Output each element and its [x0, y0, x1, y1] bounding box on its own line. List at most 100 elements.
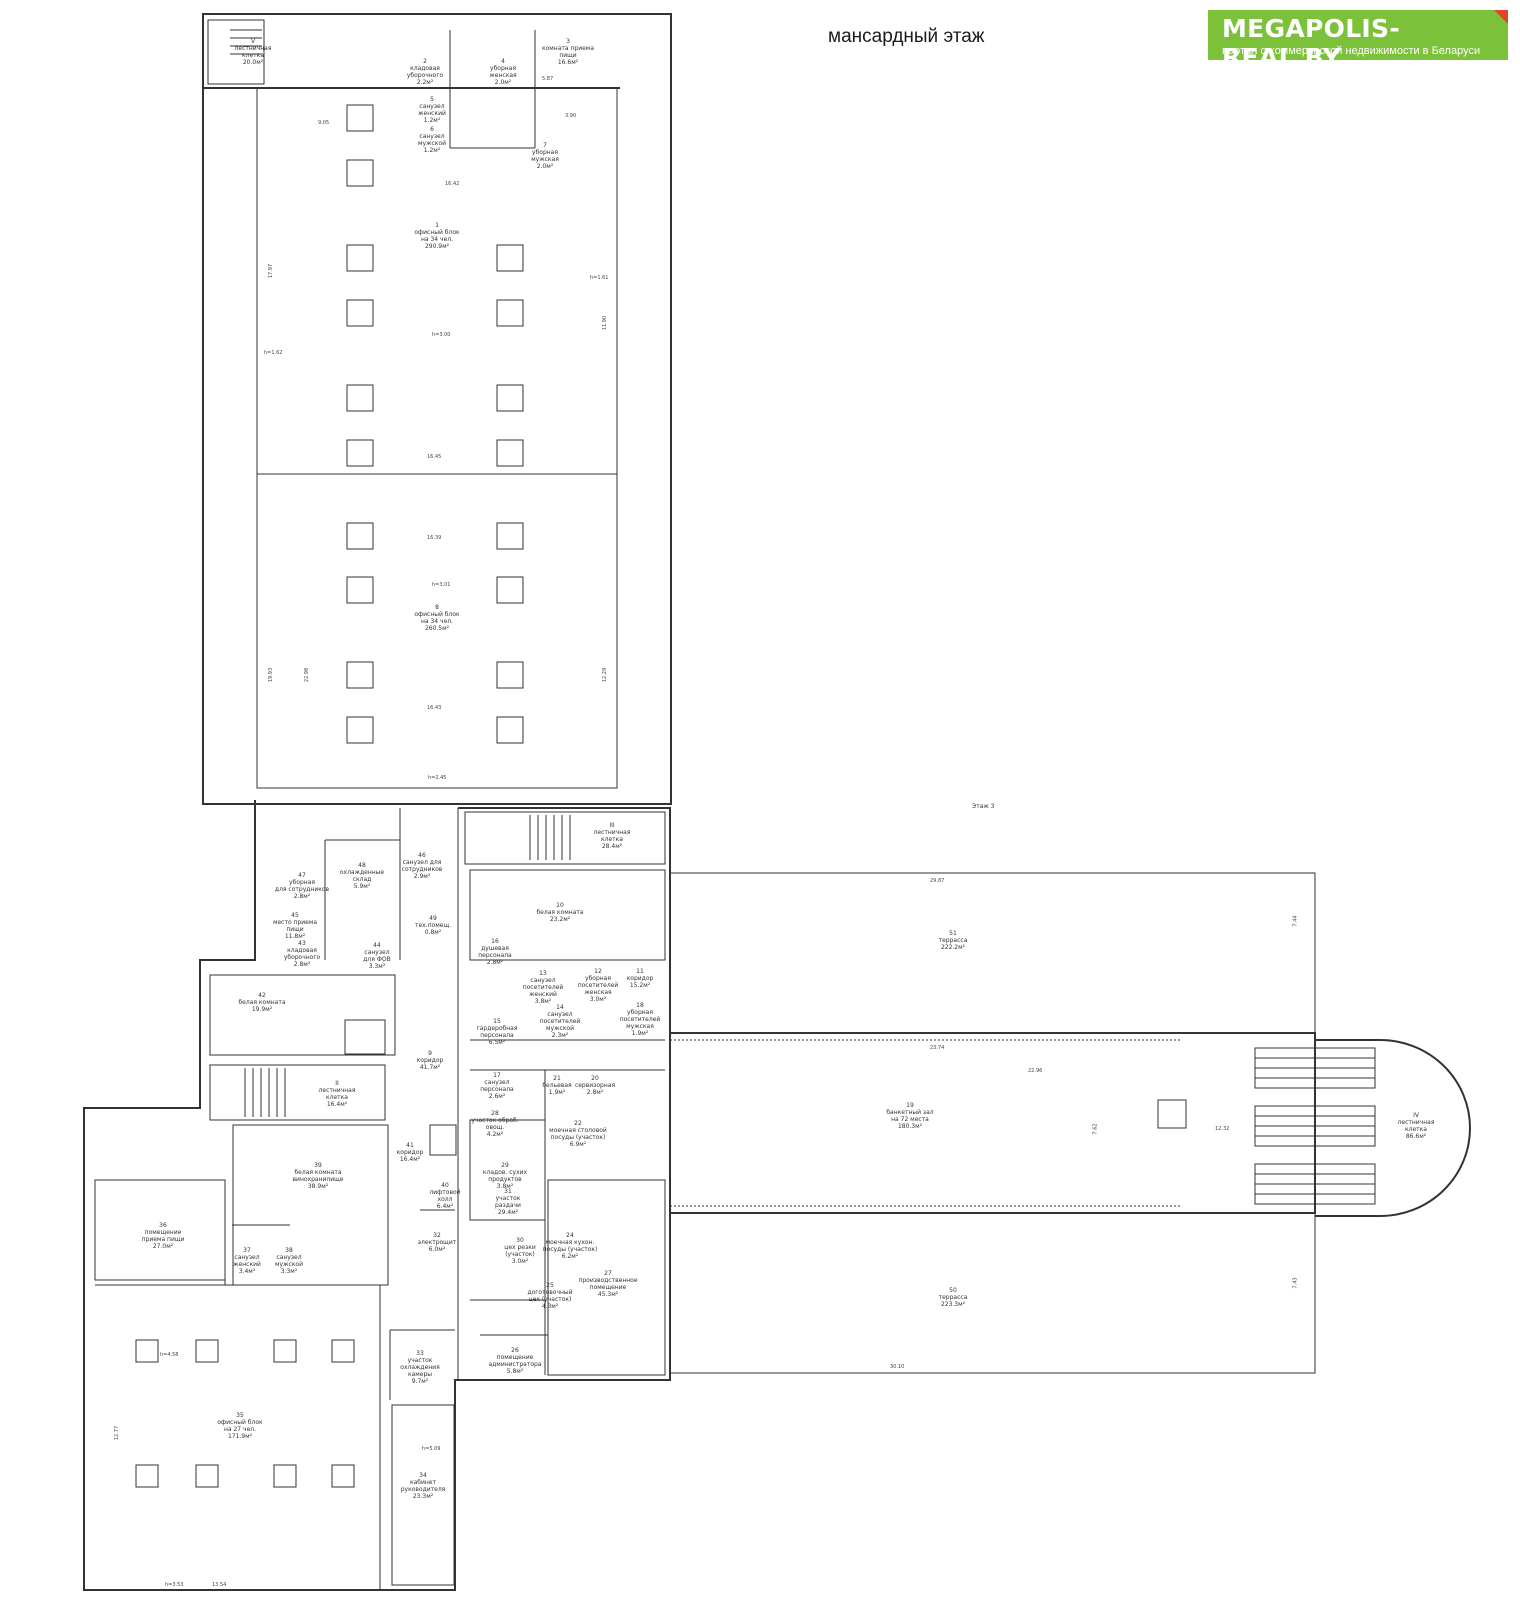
dim-label: h=3.00 [432, 332, 451, 338]
dim-label: 11.90 [602, 315, 609, 331]
room-label-17: 17 санузел персонала 2.6м² [480, 1072, 514, 1100]
dim-label: 17.97 [268, 263, 275, 279]
room-27 [547, 1179, 666, 1376]
room-label-31: 31 участок раздачи 29.4м² [495, 1188, 521, 1216]
dim-label: h=1.62 [264, 350, 283, 356]
dim-label: 16.42 [445, 181, 460, 187]
partitions [224, 30, 1180, 1400]
dim-label: 22.96 [1028, 1068, 1043, 1074]
stair-iv-curve [1379, 1039, 1471, 1217]
room-label-49: 49 тех.помещ. 0.8м² [414, 915, 451, 936]
dim-label: h=2.45 [428, 775, 447, 781]
room-label-18: 18 уборная посетителей мужская 1.9м² [619, 1002, 661, 1037]
room-label-35: 35 офисный блок на 27 чел. 171.9м² [217, 1412, 263, 1440]
room-label-33: 33 участок охлаждения камеры 9.7м² [400, 1350, 440, 1385]
room-label-II: II лестничная клетка 16.4м² [318, 1080, 356, 1108]
dim-label: 23.74 [930, 1045, 945, 1051]
dim-label: h=4.58 [160, 1352, 179, 1358]
room-label-29: 29 кладов. сухих продуктов 3.8м² [482, 1162, 528, 1190]
room-label-32: 32 электрощит 6.0м² [417, 1232, 457, 1253]
room-39 [232, 1124, 389, 1286]
room-label-5: 5 санузел женский 1.2м² [418, 96, 446, 124]
wall-top-wing [202, 13, 672, 805]
outer-walls [83, 13, 1471, 1591]
terrace-50 [669, 1212, 1316, 1374]
room-label-36: 36 помещение приема пищи 27.0м² [141, 1222, 185, 1250]
terrace-51 [669, 872, 1316, 1034]
logo-brand: MEGAPOLIS-REAL.BY [1222, 14, 1401, 72]
room-label-V: V лестничная клетка 20.0м² [234, 38, 272, 66]
dim-label: 13.54 [212, 1582, 227, 1588]
room-42 [209, 974, 396, 1056]
dim-label: h=1.61 [590, 275, 609, 281]
room-label-39: 39 белая комната винохранилище 38.9м² [292, 1162, 344, 1190]
room-34 [391, 1404, 455, 1586]
room-label-40: 40 лифтовой холл 6.4м² [429, 1182, 461, 1210]
room-label-6: 6 санузел мужской 1.2м² [418, 126, 446, 154]
dim-label: 5.87 [542, 76, 554, 82]
dim-label: 7.62 [1092, 1123, 1099, 1135]
dim-label: 9.05 [318, 120, 330, 126]
room-label-16: 16 душевая персонала 2.8м² [478, 938, 512, 966]
room-label-37: 37 санузел женский 3.4м² [233, 1247, 261, 1275]
room-label-46: 46 санузел для сотрудников 2.9м² [401, 852, 443, 880]
dim-label: 16.43 [427, 705, 442, 711]
room-label-34: 34 кабинет руководителя 23.3м² [400, 1472, 446, 1500]
logo-tagline: портал о коммерческой недвижимости в Бел… [1222, 45, 1481, 57]
room-label-20: 20 сервизорная 2.8м² [574, 1075, 616, 1096]
floor-note: Этаж 3 [972, 803, 995, 810]
room-label-10: 10 белая комната 23.2м² [536, 902, 584, 923]
room-label-48: 48 охлажденные склад 5.9м² [339, 862, 385, 890]
dim-label: 30.10 [890, 1364, 905, 1370]
room-label-1: 1 офисный блок на 34 чел. 290.9м² [414, 222, 460, 250]
dim-label: 3.90 [565, 113, 577, 119]
dim-label: 7.44 [1292, 915, 1299, 927]
room-label-IV: IV лестничная клетка 86.6м² [1397, 1112, 1435, 1140]
room-label-19: 19 банкетный зал на 72 места 180.3м² [886, 1102, 934, 1130]
stair-iii [464, 811, 666, 865]
dim-label: 19.93 [268, 667, 275, 683]
room-label-28: 28 участок обраб. овощ. 4.2м² [471, 1110, 519, 1138]
dim-label: 12.77 [114, 1425, 121, 1441]
logo-corner-mark [1494, 10, 1508, 24]
room-label-8: 8 офисный блок на 34 чел. 260.5м² [414, 604, 460, 632]
room-label-41: 41 коридор 16.4м² [396, 1142, 424, 1163]
room-label-7: 7 уборная мужская 2.0м² [531, 142, 559, 170]
dim-label: 16.39 [427, 535, 442, 541]
banquet-hall [669, 1032, 1316, 1214]
room-label-11: 11 коридор 15.2м² [626, 968, 654, 989]
stair-treads [230, 29, 1376, 1205]
dim-label: 22.98 [304, 667, 311, 683]
room-label-13: 13 санузел посетителей женский 3.8м² [522, 970, 564, 1005]
stair-v [207, 19, 265, 85]
room-label-9: 9 коридор 41.7м² [416, 1050, 444, 1071]
room-label-2: 2 кладовая уборочного 2.2м² [406, 58, 444, 86]
room-label-30: 30 цех резки (участок) 3.0м² [504, 1237, 536, 1265]
room-label-14: 14 санузел посетителей мужской 2.3м² [539, 1004, 581, 1039]
dim-label: 29.87 [930, 878, 945, 884]
page-title: мансардный этаж [828, 26, 985, 47]
room-label-25: 25 доготовочный цех (участок) 4.3м² [527, 1282, 573, 1310]
room-label-26: 26 помещение администратора 5.8м² [488, 1347, 542, 1375]
room-label-47: 47 уборная для сотрудников 2.8м² [274, 872, 330, 900]
room-label-38: 38 санузел мужской 3.3м² [275, 1247, 303, 1275]
room-label-15: 15 гардеробная персонала 6.5м² [476, 1018, 518, 1046]
room-label-22: 22 моечная столовой посуды (участок) 6.9… [549, 1120, 607, 1148]
room-label-44: 44 санузел для ФОВ 3.3м² [363, 942, 391, 970]
dim-label: 16.45 [427, 454, 442, 460]
room-label-4: 4 уборная женская 2.0м² [489, 58, 517, 86]
room-label-24: 24 моечная кухон. посуды (участок) 6.2м² [542, 1232, 598, 1260]
room-label-III: III лестничная клетка 28.4м² [593, 822, 631, 850]
room-label-43: 43 кладовая уборочного 2.8м² [283, 940, 321, 968]
room-label-27: 27 производственное помещение 45.3м² [578, 1270, 638, 1298]
room-label-51: 51 террасса 222.2м² [938, 930, 968, 951]
stair-ii [209, 1064, 386, 1121]
room-label-3: 3 комната приема пищи 16.6м² [541, 38, 595, 66]
dim-label: 12.29 [602, 667, 609, 683]
wall-top-wing-inner [256, 87, 618, 789]
site-logo[interactable]: MEGAPOLIS-REAL.BY портал о коммерческой … [1208, 10, 1508, 72]
room-label-42: 42 белая комната 19.9м² [238, 992, 286, 1013]
dim-label: 12.32 [1215, 1126, 1230, 1132]
dim-label: h=3.53 [165, 1582, 184, 1588]
